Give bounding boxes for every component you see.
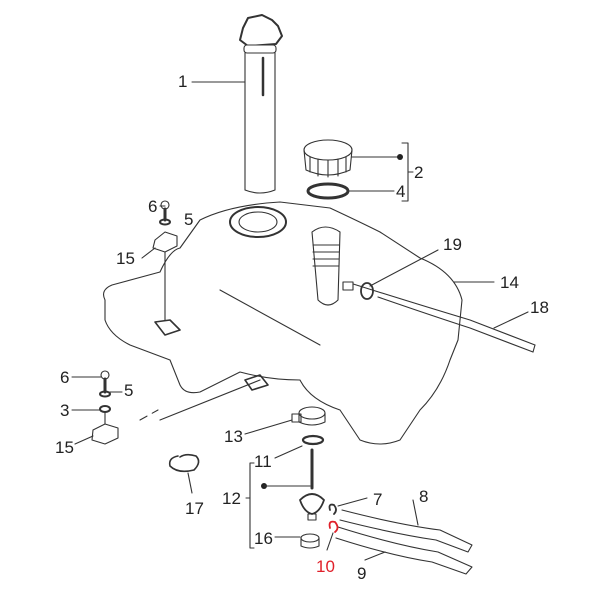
callout-19: 19 bbox=[443, 235, 462, 254]
upper-fastener-part bbox=[141, 200, 178, 321]
callout-16: 16 bbox=[254, 529, 273, 548]
callout-5-lower: 5 bbox=[124, 381, 134, 400]
sender-tube-part bbox=[191, 14, 283, 194]
fuel-hoses-part bbox=[326, 497, 473, 575]
callout-13: 13 bbox=[224, 427, 243, 446]
callout-7: 7 bbox=[373, 490, 383, 509]
filler-cap-part bbox=[303, 139, 414, 202]
callout-12: 12 bbox=[222, 489, 241, 508]
callout-17: 17 bbox=[185, 499, 204, 518]
callout-6-upper: 6 bbox=[148, 197, 158, 216]
callout-2: 2 bbox=[414, 163, 424, 182]
fuel-tank-part bbox=[103, 201, 463, 445]
callout-9: 9 bbox=[357, 564, 367, 583]
callout-6-lower: 6 bbox=[60, 368, 70, 387]
callout-15-upper: 15 bbox=[116, 249, 135, 268]
spring-clip-part bbox=[168, 453, 200, 494]
lower-fastener-part bbox=[71, 370, 159, 445]
callout-15-lower: 15 bbox=[55, 438, 74, 457]
callout-3: 3 bbox=[60, 401, 70, 420]
breather-hose-part bbox=[342, 249, 536, 353]
callout-10-highlighted: 10 bbox=[316, 557, 335, 576]
callout-14: 14 bbox=[500, 273, 519, 292]
callout-8: 8 bbox=[419, 487, 429, 506]
fuel-tap-part bbox=[245, 445, 325, 549]
clamp-13-part bbox=[244, 406, 326, 446]
callout-5-upper: 5 bbox=[184, 210, 194, 229]
callout-11: 11 bbox=[254, 452, 272, 471]
callout-1: 1 bbox=[178, 72, 188, 91]
callout-4: 4 bbox=[396, 182, 406, 201]
callout-18: 18 bbox=[530, 298, 549, 317]
